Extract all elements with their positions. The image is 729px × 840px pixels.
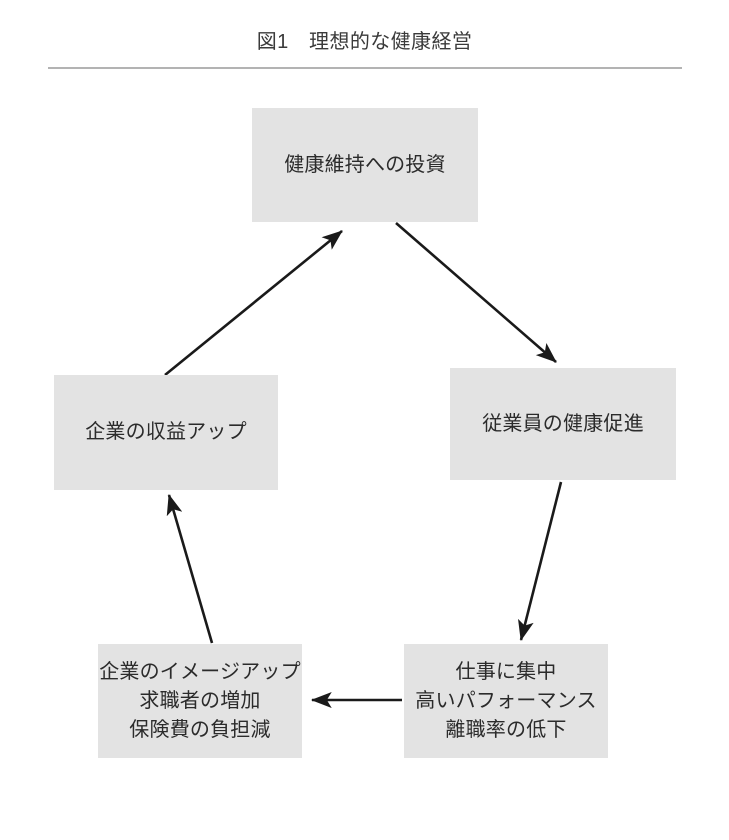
node-work-performance-line-2: 高いパフォーマンス [415,689,597,712]
node-company-image-line-3: 保険費の負担減 [129,718,271,741]
node-investment-line-1: 健康維持への投資 [284,153,446,176]
node-profit-up[interactable]: 企業の収益アップ [54,375,278,490]
node-company-image[interactable]: 企業のイメージアップ 求職者の増加 保険費の負担減 [98,644,302,758]
node-employee-health[interactable]: 従業員の健康促進 [450,368,676,480]
node-work-performance[interactable]: 仕事に集中 高いパフォーマンス 離職率の低下 [404,644,608,758]
node-employee-health-line-1: 従業員の健康促進 [482,412,644,435]
arrow-profit-up-to-investment [164,229,343,377]
node-work-performance-line-3: 離職率の低下 [445,718,567,741]
figure-title: 図1 理想的な健康経営 [256,31,473,53]
node-profit-up-line-1: 企業の収益アップ [85,421,247,443]
arrow-company-image-to-profit-up [166,494,214,644]
arrow-investment-to-employee-health [395,222,557,363]
node-company-image-line-2: 求職者の増加 [139,689,261,712]
arrow-employee-health-to-work-performance [518,481,563,642]
node-work-performance-line-1: 仕事に集中 [455,660,557,683]
node-investment[interactable]: 健康維持への投資 [252,108,478,222]
title-divider [48,67,682,69]
node-company-image-line-1: 企業のイメージアップ [99,660,301,683]
